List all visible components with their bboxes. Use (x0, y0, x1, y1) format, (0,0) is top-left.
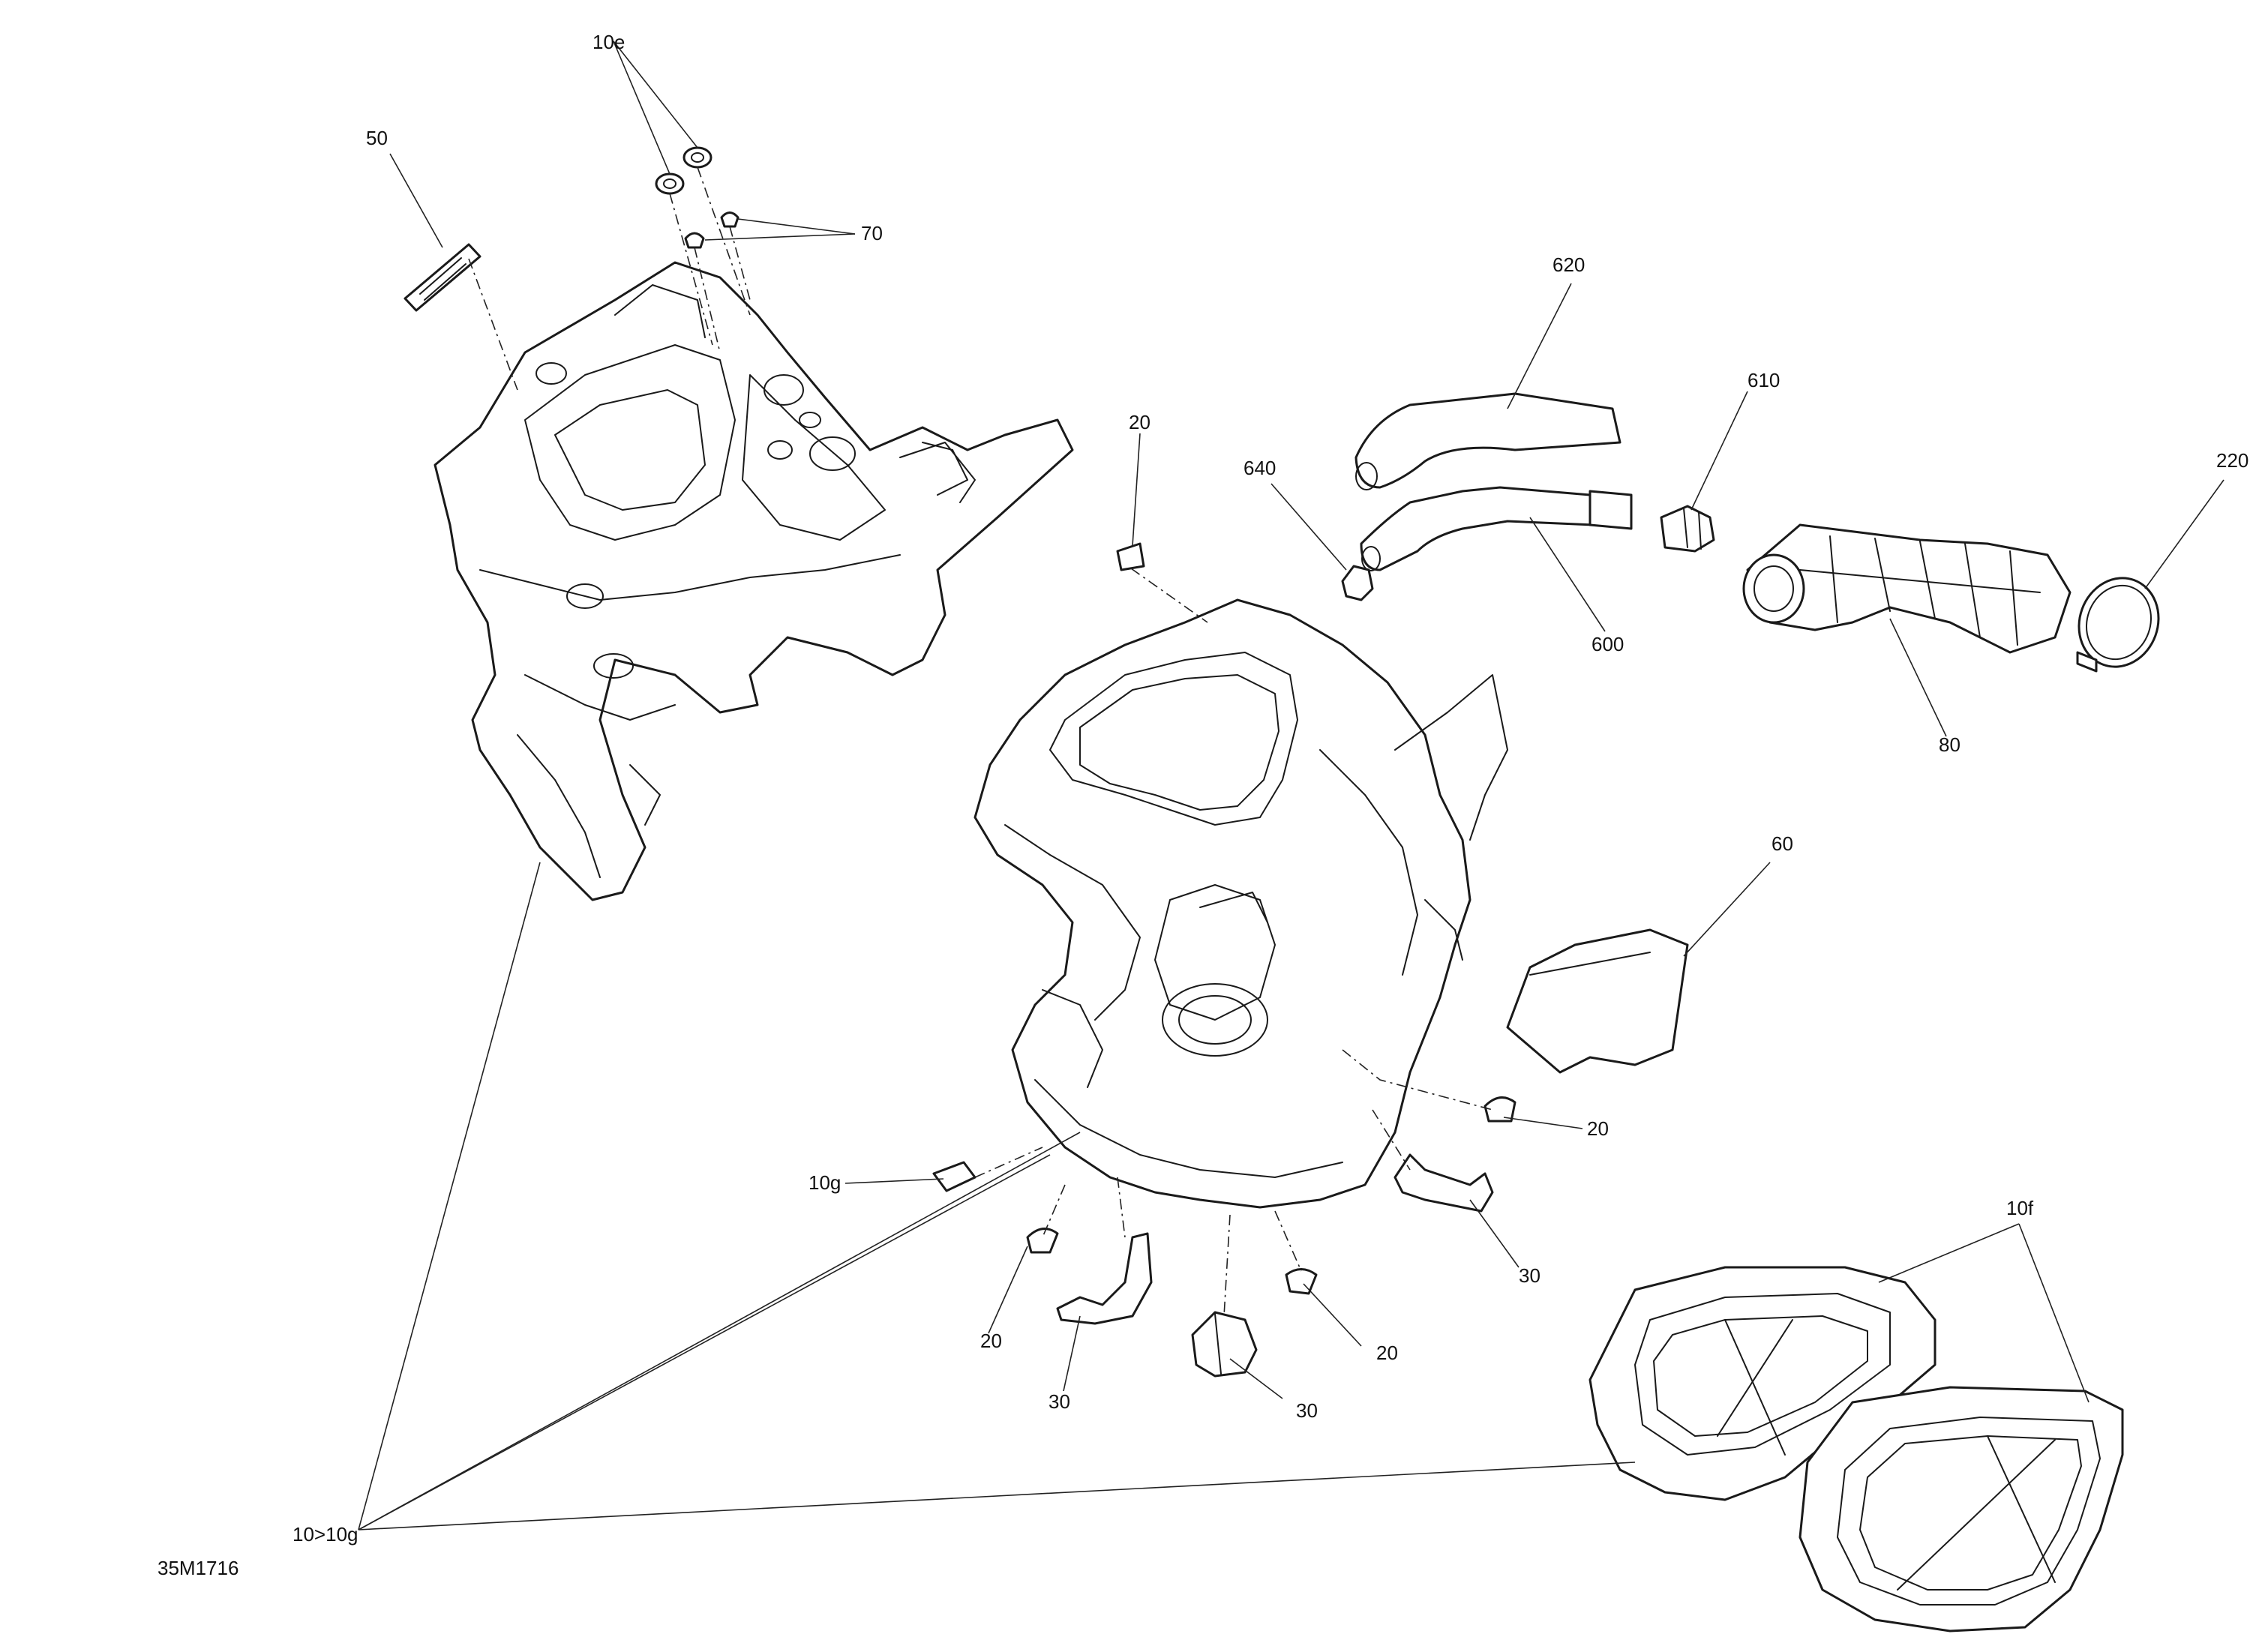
callout-20-top: 20 (1129, 411, 1150, 433)
callout-10f: 10f (2006, 1197, 2034, 1219)
callout-80: 80 (1939, 733, 1960, 756)
hose-620 (1354, 392, 1622, 490)
callout-10-10g: 10>10g (292, 1523, 358, 1546)
callout-30-right: 30 (1519, 1264, 1540, 1287)
callout-610: 610 (1748, 369, 1780, 391)
callout-labels: 10e 50 70 620 610 640 220 20 600 80 60 2… (158, 31, 2248, 1579)
air-filter-assembly (1588, 1266, 2124, 1633)
leader-lines (358, 40, 2224, 1531)
filter-cover-60 (1506, 928, 1689, 1074)
fitting-640 (1341, 565, 1374, 601)
callout-20-lower-mid: 20 (1376, 1342, 1398, 1364)
clamp-220 (2076, 577, 2160, 673)
clip-20-lower-left (1026, 1228, 1059, 1254)
callout-70: 70 (861, 222, 883, 244)
lower-air-box-housing (974, 598, 1508, 1209)
connector-610 (1660, 505, 1715, 553)
callout-20-right: 20 (1587, 1117, 1609, 1140)
clip-20-lower-mid (1285, 1268, 1318, 1295)
decal-label (404, 243, 482, 312)
hose-600 (1360, 486, 1633, 571)
callout-50: 50 (366, 127, 388, 149)
callout-620: 620 (1552, 253, 1585, 276)
upper-air-box-housing (434, 261, 1074, 901)
strap-30-right (1394, 1153, 1494, 1213)
assembly-lines (468, 166, 1493, 1317)
strap-30-lower-left (1056, 1232, 1153, 1325)
drawing-number: 35M1716 (158, 1557, 238, 1579)
callout-60: 60 (1772, 832, 1793, 855)
gasket-10g (932, 1161, 976, 1192)
callout-220: 220 (2216, 449, 2248, 472)
callout-30-lower-mid: 30 (1296, 1399, 1318, 1422)
intake-duct-80 (1742, 523, 2072, 654)
callout-30-lower-left: 30 (1048, 1390, 1070, 1413)
callout-20-lower-left: 20 (980, 1330, 1002, 1352)
grommets (655, 146, 712, 195)
callout-10e: 10e (592, 31, 625, 53)
strap-30-lower-mid (1191, 1311, 1258, 1378)
callout-10g: 10g (808, 1171, 841, 1194)
callout-600: 600 (1592, 633, 1624, 655)
push-rivets (684, 211, 740, 249)
clip-20-top (1116, 542, 1145, 571)
callout-640: 640 (1244, 457, 1276, 479)
